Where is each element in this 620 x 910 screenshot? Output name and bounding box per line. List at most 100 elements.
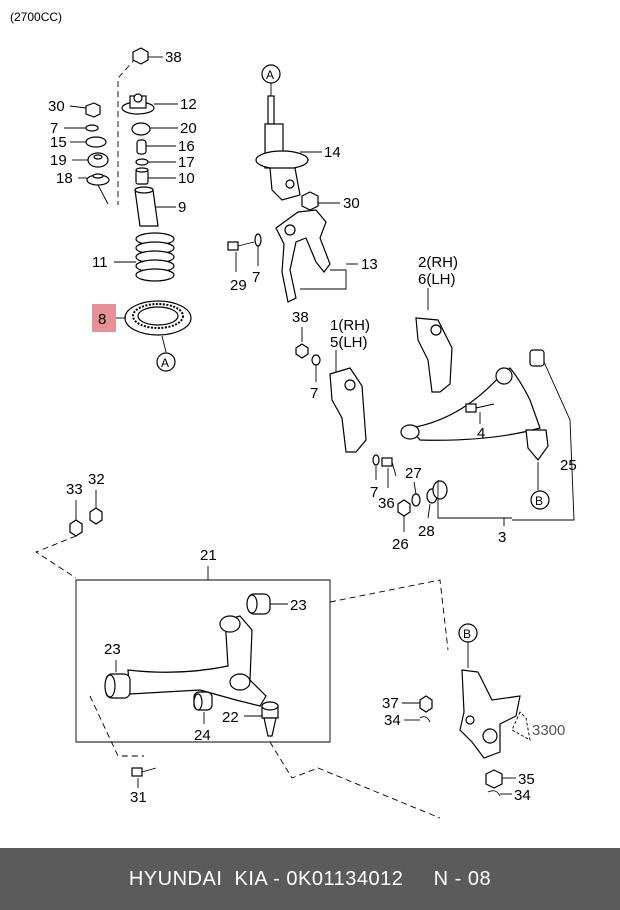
part-11-coil-spring: [135, 232, 175, 282]
callout-38: 38: [165, 49, 182, 66]
label-2-rh: 2(RH): [418, 254, 458, 271]
part-19-bushing: [87, 152, 109, 168]
callout-31: 31: [130, 789, 147, 806]
callout-8: 8: [98, 311, 106, 328]
callout-11: 11: [92, 254, 108, 271]
part-12-strut-mount: [121, 93, 155, 115]
callout-38b: 38: [292, 309, 309, 326]
ref-a-bottom-circle: [156, 352, 176, 372]
part-7-washer-b: [254, 233, 262, 247]
label-6-lh: 6(LH): [418, 271, 456, 288]
callout-26: 26: [392, 536, 409, 553]
part-17-washer: [135, 158, 149, 166]
part-23-bushing-b: [104, 673, 131, 699]
callout-27: 27: [405, 465, 422, 482]
part-36-bolt: [381, 457, 397, 477]
part-35-nut: [485, 769, 503, 789]
footer-brand-part-number: HYUNDAI KIA - 0K01134012: [128, 867, 404, 890]
ref-b-top: B: [535, 494, 543, 508]
part-7-washer-c: [311, 354, 321, 366]
ref-b-bottom: B: [463, 627, 471, 641]
callout-20: 20: [180, 120, 197, 137]
callout-36: 36: [378, 495, 395, 512]
part-8-spring-pad: [124, 300, 192, 336]
callout-7d: 7: [370, 484, 378, 501]
part-21-lower-arm: [127, 615, 267, 707]
part-18-spring-seat: [86, 173, 110, 186]
callout-34b: 34: [514, 787, 531, 804]
callout-7b: 7: [252, 269, 260, 286]
callout-4: 4: [477, 425, 485, 442]
part-26-nut: [397, 499, 411, 517]
footer-page-code: N - 08: [433, 867, 492, 890]
callout-34a: 34: [384, 712, 401, 729]
part-10-rubber: [135, 167, 149, 185]
callout-14: 14: [324, 144, 341, 161]
callout-10: 10: [178, 170, 195, 187]
ref-a-bottom: A: [161, 356, 169, 370]
part-7-washer-d: [372, 454, 380, 466]
part-38-nut: [132, 47, 149, 65]
part-22-ball-joint: [261, 701, 279, 737]
part-13-bracket: [275, 209, 331, 303]
callout-28: 28: [418, 523, 435, 540]
part-23-bushing-a: [246, 593, 271, 615]
ref-a-top: A: [266, 68, 274, 82]
part-20-upper-seat: [131, 122, 151, 136]
callout-9: 9: [178, 199, 186, 216]
callout-19: 19: [50, 152, 67, 169]
callout-35: 35: [518, 771, 535, 788]
part-2-6-knuckle-bracket: [415, 317, 453, 393]
ref-b-top-circle: [530, 490, 550, 510]
callout-33: 33: [66, 481, 83, 498]
callout-23b: 23: [104, 641, 121, 658]
callout-18: 18: [56, 170, 73, 187]
callout-15: 15: [50, 134, 67, 151]
part-4-bolt: [465, 403, 495, 413]
callout-30: 30: [48, 98, 65, 115]
label-1-rh: 1(RH): [330, 317, 370, 334]
part-24-bushing: [193, 691, 213, 711]
callout-32: 32: [88, 471, 105, 488]
callout-21: 21: [200, 547, 217, 564]
part-33-nut: [69, 519, 83, 537]
callout-23a: 23: [290, 597, 307, 614]
callout-24: 24: [194, 727, 211, 744]
footer-gap: [403, 868, 433, 891]
callout-37: 37: [382, 695, 399, 712]
callout-8-highlight: [92, 304, 116, 332]
part-32-nut: [89, 507, 103, 525]
part-15-insulator: [85, 136, 107, 148]
engine-label: (2700CC): [10, 10, 62, 24]
part-34-cotter-pin-a: [419, 716, 431, 723]
callout-29: 29: [230, 277, 247, 294]
part-14-shock-absorber: [255, 95, 309, 201]
part-1-5-knuckle-bracket: [329, 367, 367, 453]
callout-16: 16: [178, 138, 195, 155]
part-16-bump-stop: [136, 139, 147, 155]
parts-diagram: (2700CC) 38 12 30 7 15 19 18 20 16: [10, 10, 577, 819]
callout-7: 7: [50, 120, 58, 137]
part-9-dust-cover: [134, 186, 159, 227]
callout-17: 17: [178, 154, 195, 171]
callout-3: 3: [498, 529, 506, 546]
part-28-bushing: [426, 480, 448, 504]
part-38-nut-b: [295, 343, 309, 359]
footer-bar: HYUNDAI KIA - 0K01134012 N - 08: [0, 848, 620, 910]
part-knuckle: [459, 669, 521, 759]
label-5-lh: 5(LH): [330, 334, 368, 351]
part-29-bolt: [227, 241, 255, 251]
part-37-nut: [419, 695, 433, 713]
part-30-nut-b: [301, 191, 319, 211]
callout-25: 25: [560, 457, 577, 474]
callout-13: 13: [361, 256, 378, 273]
part-31-bolt: [131, 767, 157, 777]
callout-3300: 3300: [532, 722, 565, 739]
part-30-nut: [85, 102, 101, 118]
part-27-washer: [411, 493, 421, 507]
part-34-cotter-pin-b: [487, 790, 501, 797]
callout-7c: 7: [310, 385, 318, 402]
part-7-washer: [85, 124, 99, 132]
callout-22: 22: [222, 709, 239, 726]
callout-30b: 30: [343, 195, 360, 212]
